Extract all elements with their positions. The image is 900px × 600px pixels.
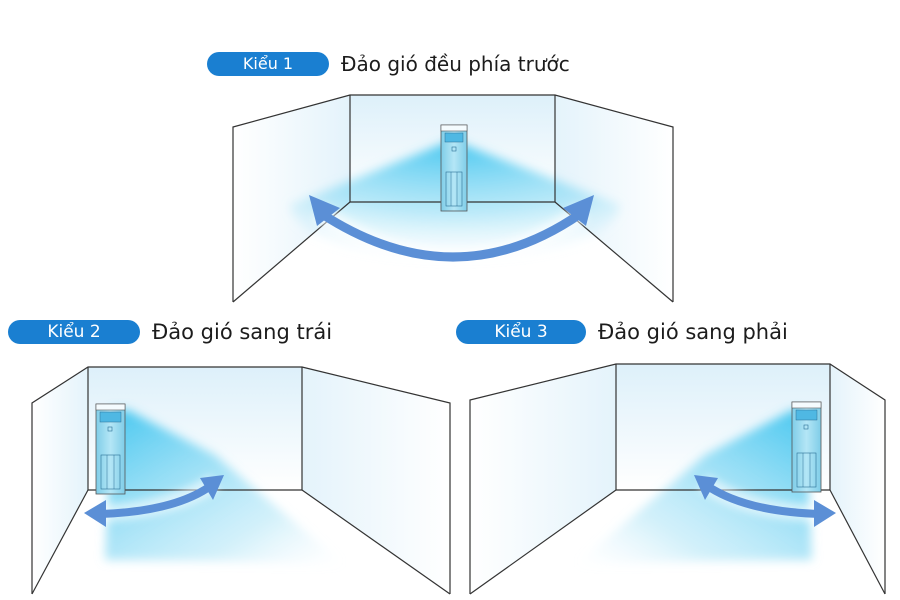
airflow-cone-3 — [575, 410, 812, 565]
swing-arrow-icon — [309, 195, 594, 269]
mode-2-description: Đảo gió sang trái — [152, 320, 333, 344]
room-scene-1 — [232, 94, 674, 303]
mode-3-badge: Kiểu 3 — [456, 320, 586, 344]
mode-1-badge: Kiểu 1 — [207, 52, 329, 76]
room-scene-2 — [31, 366, 451, 595]
mode-1-description: Đảo gió đều phía trước — [341, 52, 570, 76]
air-conditioner-icon — [791, 401, 822, 493]
room-scene-3 — [469, 363, 886, 595]
air-conditioner-icon — [95, 403, 126, 495]
mode-2-label: Kiểu 2 Đảo gió sang trái — [8, 319, 332, 345]
swing-arrow-icon — [84, 474, 224, 527]
air-conditioner-icon — [440, 124, 468, 212]
mode-2-badge: Kiểu 2 — [8, 320, 140, 344]
mode-1-label: Kiểu 1 Đảo gió đều phía trước — [207, 51, 570, 77]
mode-3-description: Đảo gió sang phải — [598, 320, 788, 344]
airflow-cone-2 — [105, 410, 345, 565]
swing-arrow-icon — [694, 474, 836, 527]
mode-3-label: Kiểu 3 Đảo gió sang phải — [456, 319, 788, 345]
